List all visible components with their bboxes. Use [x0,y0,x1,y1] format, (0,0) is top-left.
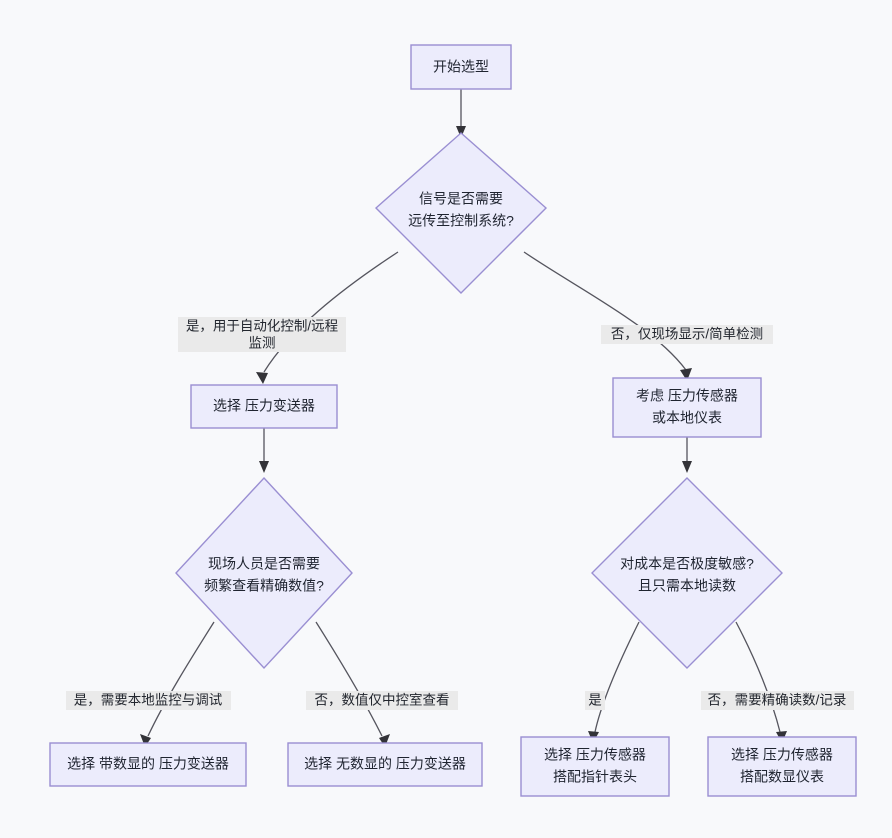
node-label-line: 选择 压力传感器 [731,747,833,763]
edge-decision2-to-result1 [140,621,215,747]
node-label-line: 开始选型 [433,59,489,75]
edge-label-no-control-room: 否，数值仅中控室查看 [306,691,458,710]
node-box[interactable] [190,384,338,429]
edge-decision1-to-sensor [523,251,692,381]
node-label-line: 远传至控制系统? [408,213,514,229]
node-consider-sensor[interactable]: 考虑 压力传感器 或本地仪表 [612,377,762,438]
node-label-line: 或本地仪表 [652,410,722,426]
node-label-line: 且只需本地读数 [638,578,736,594]
node-start[interactable]: 开始选型 [410,44,512,90]
edge-line [594,621,640,733]
edge-label-background [701,691,854,710]
edge-label-background [66,691,231,710]
edge-label-background [585,691,605,710]
node-label-line: 选择 压力变送器 [213,398,315,414]
node-box[interactable] [49,742,247,787]
edge-label-line: 否，仅现场显示/简单检测 [611,326,763,342]
edge-line [315,621,383,737]
node-label-line: 选择 无数显的 压力变送器 [304,756,466,772]
node-decision-remote-signal[interactable]: 信号是否需要 远传至控制系统? [374,132,548,294]
edge-label-line: 是 [588,693,602,708]
edge-sensor-to-decision3 [682,437,692,473]
node-label-line: 搭配数显仪表 [740,769,824,785]
node-choose-transmitter[interactable]: 选择 压力变送器 [190,384,338,429]
edge-layer [140,88,787,747]
node-label-line: 选择 带数显的 压力变送器 [67,756,229,772]
edge-label-layer: 是，用于自动化控制/远程 监测 否，仅现场显示/简单检测 是，需要本地监控与调试… [66,317,854,710]
edge-transmitter-to-decision2 [259,428,269,473]
node-box[interactable] [707,736,857,797]
edge-line [523,251,687,371]
arrow-head-icon [682,461,692,473]
node-result-transmitter-no-display[interactable]: 选择 无数显的 压力变送器 [287,742,483,787]
node-result-sensor-digital-meter[interactable]: 选择 压力传感器 搭配数显仪表 [707,736,857,797]
edge-decision2-to-result2 [315,621,390,747]
edge-label-background [306,691,458,710]
node-label-line: 频繁查看精确数值? [204,578,324,594]
edge-label-line: 否，数值仅中控室查看 [315,692,450,708]
edge-line [735,621,781,733]
edge-label-no-precise-record: 否，需要精确读数/记录 [701,691,854,710]
edge-label-line: 监测 [249,336,276,351]
node-result-transmitter-with-display[interactable]: 选择 带数显的 压力变送器 [49,742,247,787]
node-diamond[interactable] [591,477,783,669]
edge-label-no-local-display: 否，仅现场显示/简单检测 [601,325,773,344]
node-result-sensor-pointer-gauge[interactable]: 选择 压力传感器 搭配指针表头 [520,736,670,797]
edge-decision3-to-result4 [735,621,787,743]
edge-label-line: 是，需要本地监控与调试 [74,693,223,708]
node-diamond[interactable] [374,132,548,294]
node-label-line: 信号是否需要 [419,191,503,207]
node-label-line: 考虑 压力传感器 [636,388,738,404]
node-label-line: 选择 压力传感器 [544,747,646,763]
node-decision-cost-sensitive[interactable]: 对成本是否极度敏感? 且只需本地读数 [591,477,783,669]
edge-label-yes-local-monitor: 是，需要本地监控与调试 [66,691,231,710]
edge-decision3-to-result3 [588,621,640,743]
node-box[interactable] [287,742,483,787]
node-label-line: 现场人员是否需要 [208,556,320,572]
edge-label-background [601,325,773,344]
edge-label-line: 否，需要精确读数/记录 [708,693,847,708]
arrow-head-icon [256,372,268,384]
edge-label-background [178,317,346,352]
node-decision-onsite-reading[interactable]: 现场人员是否需要 频繁查看精确数值? [175,476,353,670]
node-label-line: 对成本是否极度敏感? [620,556,754,572]
node-diamond[interactable] [175,476,353,670]
arrow-head-icon [680,368,692,381]
arrow-head-icon [456,126,466,138]
edge-start-to-decision1 [456,88,466,138]
edge-label-yes-automation: 是，用于自动化控制/远程 监测 [178,317,346,352]
node-box[interactable] [520,736,670,797]
arrow-head-icon [259,461,269,473]
edge-line [263,251,399,373]
arrow-head-icon [140,734,151,747]
edge-line [147,621,215,737]
arrow-head-icon [379,734,390,747]
edge-label-yes-simple: 是 [585,691,605,710]
edge-label-line: 是，用于自动化控制/远程 [186,319,338,334]
node-label-line: 搭配指针表头 [553,769,637,785]
node-layer: 开始选型 信号是否需要 远传至控制系统? 选择 压力变送器 考虑 压力传感器 或… [49,44,857,797]
node-box[interactable] [612,377,762,438]
edge-decision1-to-transmitter [256,251,399,384]
node-box[interactable] [410,44,512,90]
